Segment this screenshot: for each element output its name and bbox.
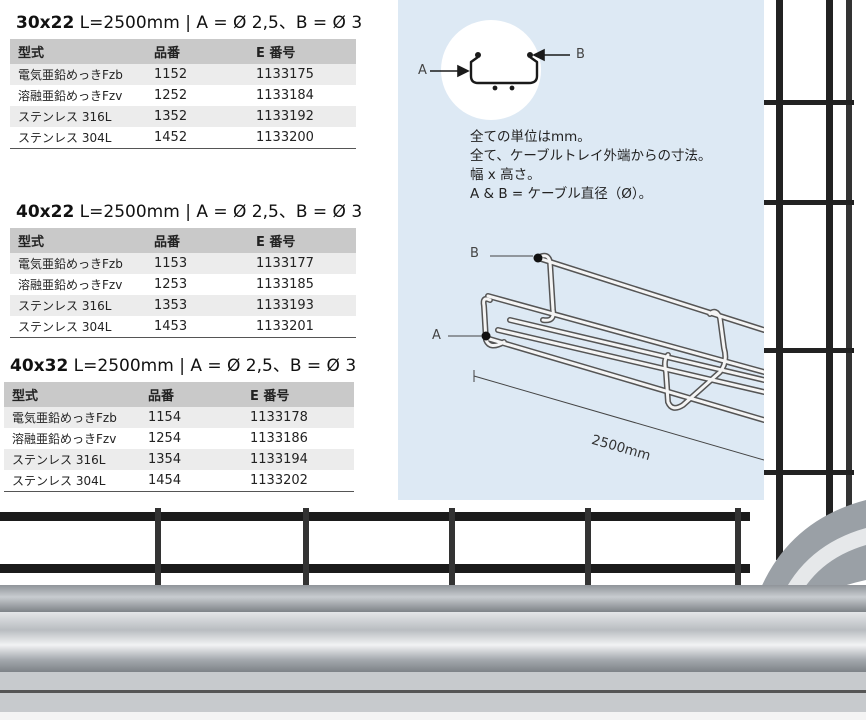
cell-e-number: 1133200 [248, 127, 356, 149]
cell-part: 1452 [146, 127, 248, 149]
spec-label: L=2500mm | A = Ø 2,5、B = Ø 3 [74, 13, 363, 33]
diagram-panel: A B B A 2500mm 全ての単位はmm。 全て、ケーブルトレイ外端からの… [398, 0, 764, 500]
dimension-line [473, 370, 764, 461]
cell-part: 1454 [140, 470, 242, 492]
col-header-part: 品番 [146, 39, 248, 64]
size-label: 40x22 [16, 202, 75, 222]
cell-type: ステンレス 304L [10, 316, 146, 338]
label-b-tray: B [470, 246, 479, 261]
note-line: 全ての単位はmm。 [470, 129, 591, 145]
table-row: 溶融亜鉛めっきFzv 1252 1133184 [10, 85, 356, 106]
cell-e-number: 1133194 [242, 449, 354, 470]
cell-e-number: 1133186 [250, 431, 308, 446]
cell-part: 1153 [146, 253, 248, 274]
cross-section-circle [441, 20, 541, 120]
cell-type: 電気亜鉛めっきFzb [10, 64, 146, 85]
col-header-type: 型式 [4, 382, 140, 407]
spec-table-40x32: 40x32 L=2500mm | A = Ø 2,5、B = Ø 3 型式 品番… [4, 351, 357, 492]
cell-type: ステンレス 304L [10, 127, 146, 149]
cell-part: 1353 [146, 295, 248, 316]
cell-e-number: 1133193 [248, 295, 356, 316]
cell-e-number: 1133185 [256, 277, 314, 292]
tray-wires-highlight [482, 254, 764, 422]
cell-part: 1453 [146, 316, 248, 338]
cross-section-profile [469, 56, 539, 85]
cell-type: 溶融亜鉛めっきFzv [12, 432, 117, 446]
spec-table-40x22: 40x22 L=2500mm | A = Ø 2,5、B = Ø 3 型式 品番… [10, 197, 362, 338]
label-a-tray: A [432, 328, 441, 343]
col-header-part: 品番 [146, 228, 248, 253]
note-line: 幅 x 高さ。 [470, 167, 541, 183]
size-label: 30x22 [16, 13, 75, 33]
cell-e-number: 1133192 [248, 106, 356, 127]
cell-type: ステンレス 316L [10, 295, 146, 316]
col-header-e-number: E 番号 [242, 382, 354, 407]
cable-tray-diagram [430, 20, 764, 461]
cell-type: ステンレス 316L [4, 449, 140, 470]
wire-markers [481, 253, 543, 341]
spec-title: 30x22 L=2500mm | A = Ø 2,5、B = Ø 3 [16, 8, 362, 33]
col-header-e-number: E 番号 [248, 39, 356, 64]
cell-part: 1254 [148, 431, 182, 446]
note-line: A & B = ケーブル直径（Ø）。 [470, 186, 653, 202]
col-header-type: 型式 [10, 39, 146, 64]
cell-part: 1154 [140, 407, 242, 428]
table-row: 溶融亜鉛めっきFzv 1254 1133186 [4, 428, 354, 449]
cell-e-number: 1133202 [242, 470, 354, 492]
cell-type: ステンレス 316L [10, 106, 146, 127]
spec-title: 40x22 L=2500mm | A = Ø 2,5、B = Ø 3 [16, 197, 362, 222]
cell-type: 溶融亜鉛めっきFzv [18, 89, 123, 103]
cell-type: 電気亜鉛めっきFzb [4, 407, 140, 428]
cross-section-wires [475, 52, 533, 91]
leader-lines [448, 255, 533, 337]
cell-part: 1253 [154, 277, 188, 292]
cell-e-number: 1133177 [248, 253, 356, 274]
spec-label: L=2500mm | A = Ø 2,5、B = Ø 3 [68, 356, 357, 376]
table-header-row: 型式 品番 E 番号 [10, 228, 356, 253]
cell-e-number: 1133184 [256, 88, 314, 103]
table-header-row: 型式 品番 E 番号 [4, 382, 354, 407]
cell-type: ステンレス 304L [4, 470, 140, 492]
label-a-section: A [418, 63, 427, 78]
label-b-section: B [576, 47, 585, 62]
col-header-type: 型式 [10, 228, 146, 253]
cell-part: 1354 [140, 449, 242, 470]
cell-part: 1152 [146, 64, 248, 85]
table-row: 溶融亜鉛めっきFzv 1253 1133185 [10, 274, 356, 295]
cell-part: 1252 [154, 88, 188, 103]
size-label: 40x32 [10, 356, 69, 376]
cell-e-number: 1133178 [242, 407, 354, 428]
note-line: 全て、ケーブルトレイ外端からの寸法。 [470, 148, 712, 164]
spec-table-30x22: 30x22 L=2500mm | A = Ø 2,5、B = Ø 3 型式 品番… [10, 8, 362, 149]
cell-e-number: 1133175 [248, 64, 356, 85]
spec-title: 40x32 L=2500mm | A = Ø 2,5、B = Ø 3 [10, 351, 357, 376]
col-header-e-number: E 番号 [248, 228, 356, 253]
section-arrows [430, 48, 570, 78]
table-header-row: 型式 品番 E 番号 [10, 39, 356, 64]
cell-type: 電気亜鉛めっきFzb [10, 253, 146, 274]
spec-label: L=2500mm | A = Ø 2,5、B = Ø 3 [74, 202, 363, 222]
cell-part: 1352 [146, 106, 248, 127]
cell-type: 溶融亜鉛めっきFzv [18, 278, 123, 292]
diagram-notes: 全ての単位はmm。 全て、ケーブルトレイ外端からの寸法。 幅 x 高さ。 A &… [470, 128, 712, 204]
col-header-part: 品番 [140, 382, 242, 407]
cell-e-number: 1133201 [248, 316, 356, 338]
